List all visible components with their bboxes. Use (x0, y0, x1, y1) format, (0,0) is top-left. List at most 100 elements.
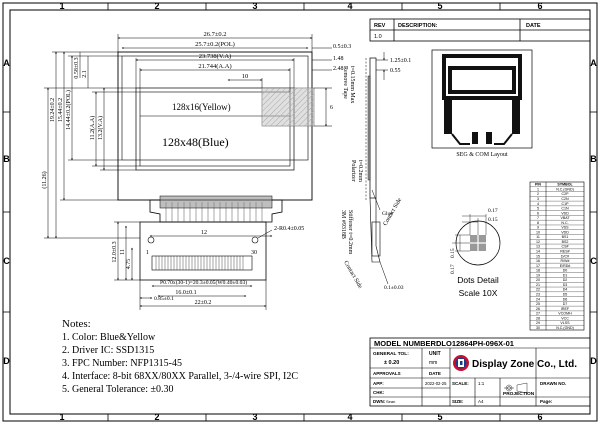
polarizer-label: Polarizer (350, 160, 356, 182)
pin-symbol: D5 (563, 292, 568, 296)
zone-bottom-6: 6 (537, 412, 542, 422)
notes-section: Notes: 1. Color: Blue&Yellow 2. Driver I… (62, 318, 382, 396)
stiffener-label: Stiffener t=0.2mm (347, 210, 354, 255)
pin-symbol: N.C.(GND) (556, 326, 574, 330)
unit-value: mm (429, 360, 437, 366)
dwn-label: DWN: (373, 399, 386, 404)
pin-number: 18 (536, 269, 540, 273)
pin-number: 13 (536, 245, 540, 249)
date-label: DATE (429, 371, 441, 376)
pin-symbol: E/RD# (560, 264, 571, 268)
pin-symbol: VSS (561, 226, 569, 230)
tape-thickness-label: t=0.15mm Max (349, 66, 355, 103)
contact-side-label-2: Contact Side (342, 260, 363, 290)
dots-scale: Scale 10X (459, 288, 498, 298)
blue-area-label: 128x48(Blue) (162, 135, 229, 149)
scale-label: SCALE: (452, 381, 469, 386)
pin-number: 11 (536, 235, 540, 239)
general-tol-label: GENERAL TOL: (373, 351, 409, 357)
yellow-area-label: 128x16(Yellow) (172, 102, 231, 112)
pin-number: 9 (537, 226, 539, 230)
projection-icon (504, 382, 528, 394)
dim-aa-width: 21.744(A.A) (198, 63, 231, 70)
front-view: 128x16(Yellow) 128x48(Blue) 26.7±0.2 25.… (41, 31, 351, 310)
pin-number: 12 (536, 240, 540, 244)
note-item: 5. General Tolerance: ±0.30 (62, 384, 174, 395)
pin-number: 4 (537, 202, 539, 206)
dwn-value: Sean (386, 399, 395, 404)
dim-pol-width: 25.7±0.2(POL) (195, 41, 235, 48)
pin-number: 8 (537, 221, 539, 225)
pin-symbol: C2P (562, 192, 570, 196)
dots-dim-015: 0.15 (488, 217, 498, 223)
pin-symbol: VLSS (560, 321, 570, 325)
zone-side-c: C (3, 256, 10, 266)
remove-tape-hatch (261, 87, 315, 127)
dim-side-125: 1.25±0.1 (390, 58, 411, 64)
zone-bottom-1: 1 (59, 412, 64, 422)
unit-label: UNIT (429, 351, 441, 357)
fpc-fingers (155, 256, 244, 270)
size-value: A4 (478, 399, 484, 404)
dim-248: 2.48 (333, 66, 344, 72)
date-header: DATE (526, 23, 541, 29)
desc-header: DESCRIPTION: (398, 23, 438, 29)
zone-top-5: 5 (437, 1, 442, 11)
dim-tape-10: 10 (242, 73, 249, 80)
pin-30-label: 30 (251, 250, 257, 256)
dim-side-055: 0.55 (390, 68, 401, 74)
note-item: 4. Interface: 8-bit 68XX/80XX Parallel, … (62, 371, 299, 382)
pin-symbol: BS2 (562, 240, 569, 244)
pin-1-label: 1 (146, 250, 149, 256)
pin-symbol: D7 (563, 302, 568, 306)
chk-label: CHK: (373, 390, 385, 395)
zone-bottom-5: 5 (437, 412, 442, 422)
dim-total-height: 19.24±0.2 (50, 98, 56, 122)
pin-number: 14 (536, 250, 540, 254)
dim-outline-width: 26.7±0.2 (203, 31, 226, 38)
zone-top-3: 3 (252, 1, 257, 11)
zone-side-b-right: B (590, 154, 597, 164)
pin-symbol: D/C# (561, 254, 569, 258)
pin-number: 22 (536, 288, 540, 292)
drawn-no-label: DRAWN NO. (540, 381, 566, 386)
note-item: 2. Driver IC: SSD1315 (62, 345, 155, 356)
scale-value: 1:1 (478, 381, 485, 386)
company-logo (453, 355, 469, 371)
polarizer-thickness-label: t=0.2mm (357, 160, 363, 182)
approvals-label: APPROVALS (373, 371, 401, 376)
zone-top-6: 6 (537, 1, 542, 11)
dim-radius: 2-R0.4±0.05 (274, 226, 304, 232)
note-item: 1. Color: Blue&Yellow (62, 332, 156, 343)
dots-dim-v017: 0.17 (450, 264, 456, 274)
pin-table-header: PIN (535, 183, 541, 187)
glue-label: Glue (382, 211, 393, 217)
zone-side-a: A (3, 58, 10, 68)
pin-number: 19 (536, 273, 540, 277)
revision-block: REV DESCRIPTION: DATE 1.0 (369, 18, 591, 42)
pin-number: 5 (537, 207, 539, 211)
aa-outline (139, 91, 291, 167)
pin-symbol: RES# (560, 250, 569, 254)
dim-pol-height: 14.44±0.2(POL) (65, 90, 72, 130)
pin-number: 16 (536, 259, 540, 263)
pin-symbol: N.C.(GND) (556, 187, 574, 191)
fpc-tail (139, 221, 267, 281)
side-view: 1.25±0.1 0.55 Glue 0.1±0.03 Remove Tape … (340, 52, 411, 291)
pin-number: 3 (537, 197, 539, 201)
dim-fpc-11: 11 (120, 249, 126, 255)
pin-symbol: VDD (561, 211, 569, 215)
pin-symbol: D3 (563, 283, 568, 287)
zone-top-2: 2 (154, 1, 159, 11)
zone-side-d: D (3, 356, 10, 366)
pin-symbol: D6 (563, 297, 568, 301)
dim-left-058: 0.58±0.3 (74, 57, 80, 78)
zone-bottom-4: 4 (347, 412, 352, 422)
stiffener-tape-label: 3M #9318B (340, 210, 346, 239)
zone-bottom-3: 3 (252, 412, 257, 422)
pin-number: 17 (536, 264, 540, 268)
rev-value: 1.0 (374, 34, 382, 40)
dim-148: 1.48 (333, 56, 344, 62)
pin-symbol: VCC (561, 316, 569, 320)
pin-number: 23 (536, 292, 540, 296)
